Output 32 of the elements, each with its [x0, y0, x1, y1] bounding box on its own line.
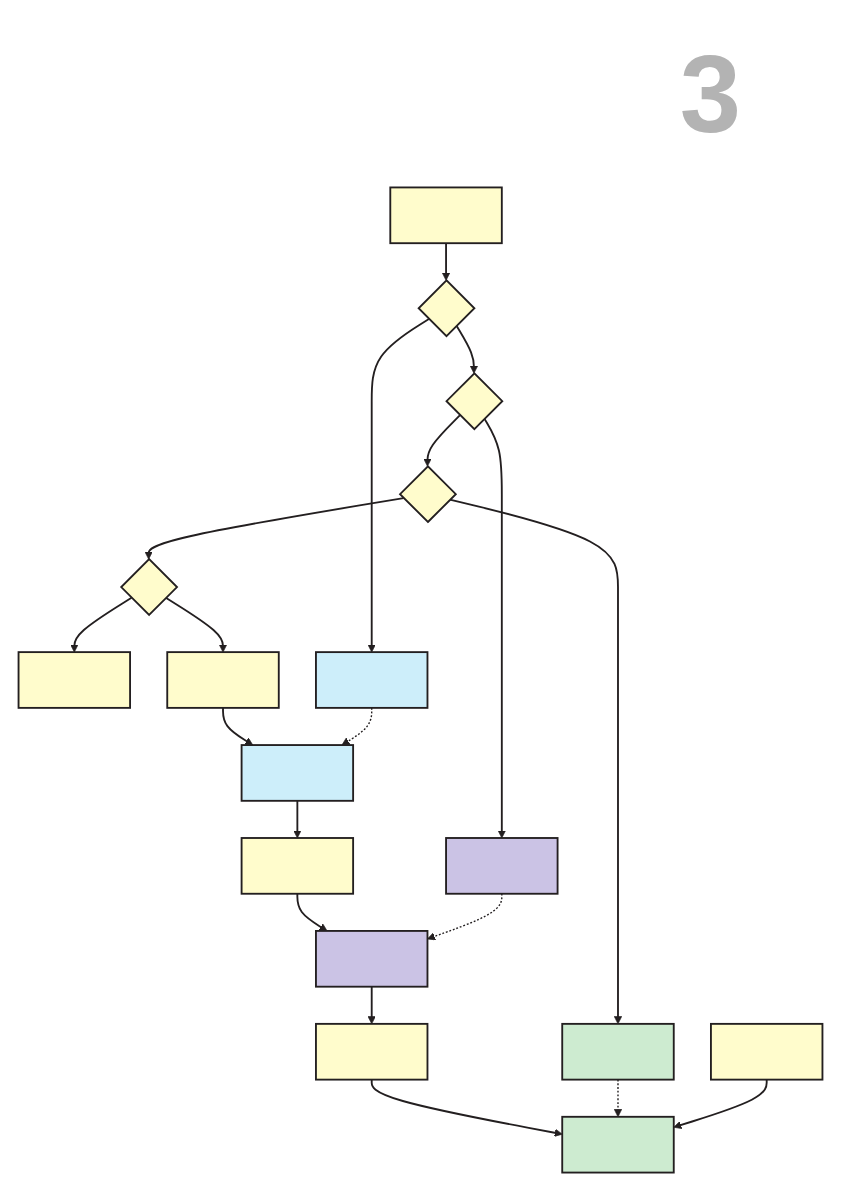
node-box	[240, 837, 355, 895]
arrow	[483, 417, 506, 839]
arrow	[144, 497, 405, 560]
node-diamond	[445, 372, 504, 431]
arrow	[341, 707, 373, 746]
node-box	[166, 651, 280, 709]
node-box	[561, 1115, 675, 1174]
node-diamond	[119, 557, 179, 617]
arrow	[441, 242, 451, 281]
arrow	[367, 318, 430, 653]
arrow	[222, 706, 254, 746]
arrow	[423, 414, 461, 467]
arrow	[164, 596, 228, 653]
chapter-number: 3	[679, 31, 741, 157]
arrow	[673, 1078, 768, 1129]
node-box	[240, 744, 355, 802]
node-box	[315, 651, 429, 709]
node-diamond	[398, 464, 458, 524]
node-box	[710, 1022, 824, 1081]
arrow	[296, 892, 328, 932]
arrow	[427, 893, 503, 941]
arrow	[293, 799, 302, 839]
node-diamond	[417, 279, 476, 338]
node-box	[17, 651, 131, 709]
arrow	[70, 596, 133, 653]
node-box	[315, 930, 429, 988]
arrow	[370, 1078, 563, 1137]
arrow	[367, 985, 376, 1025]
node-box	[315, 1022, 429, 1081]
node-box	[389, 186, 503, 245]
node-box	[445, 837, 559, 895]
node-box	[561, 1022, 675, 1081]
